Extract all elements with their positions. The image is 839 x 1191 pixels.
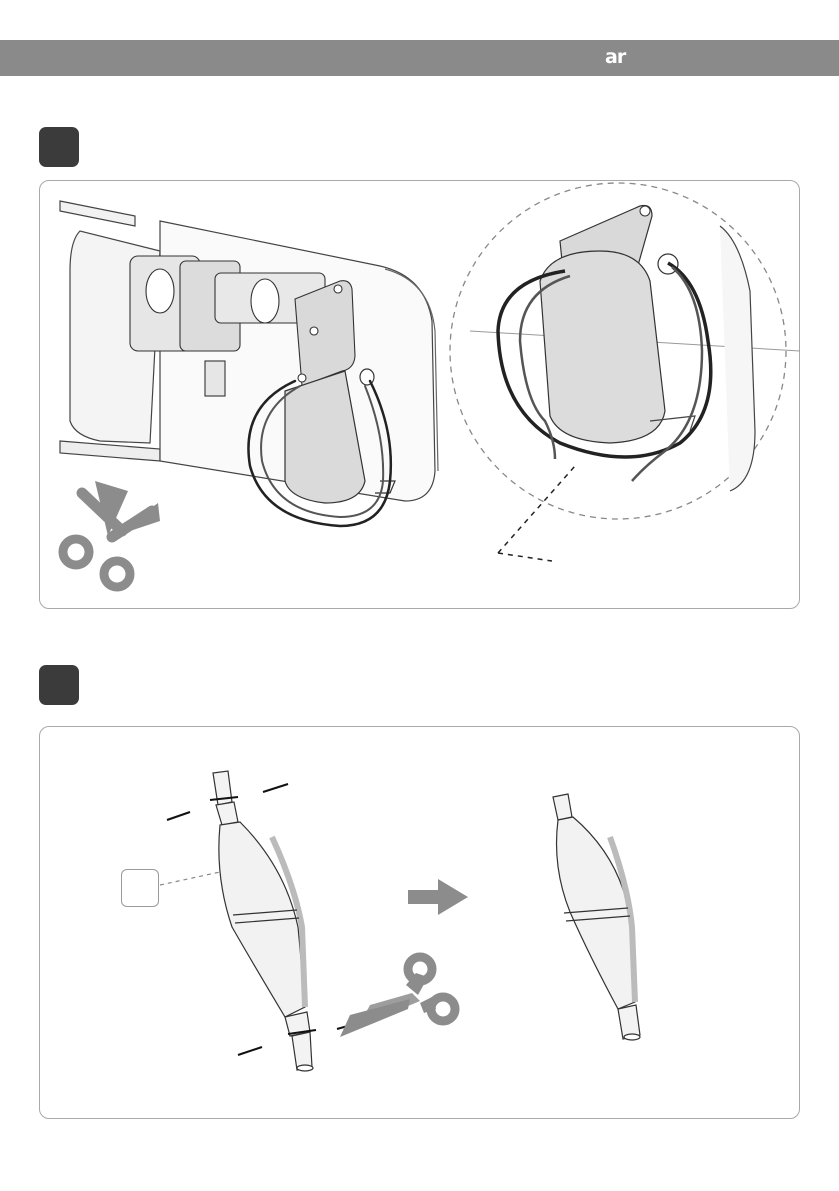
callout-leader (160, 872, 220, 885)
motor-wire-illustration (40, 181, 801, 610)
scissors-blades (340, 973, 436, 1037)
scissors-blades (95, 481, 160, 537)
connector-illustration (40, 727, 801, 1120)
connector-after-cut (553, 794, 640, 1040)
illustration-panel-2 (39, 726, 800, 1119)
illustration-panel-1 (39, 180, 800, 609)
detail-magnifier-circle (450, 183, 800, 561)
connector-before-cut (213, 771, 313, 1071)
language-code: ar (605, 46, 625, 68)
header-band: ar (0, 40, 839, 76)
arrow-right-icon (408, 879, 468, 915)
step-2-badge (39, 665, 79, 705)
callout-box (121, 869, 159, 907)
step-1-badge (39, 127, 79, 167)
